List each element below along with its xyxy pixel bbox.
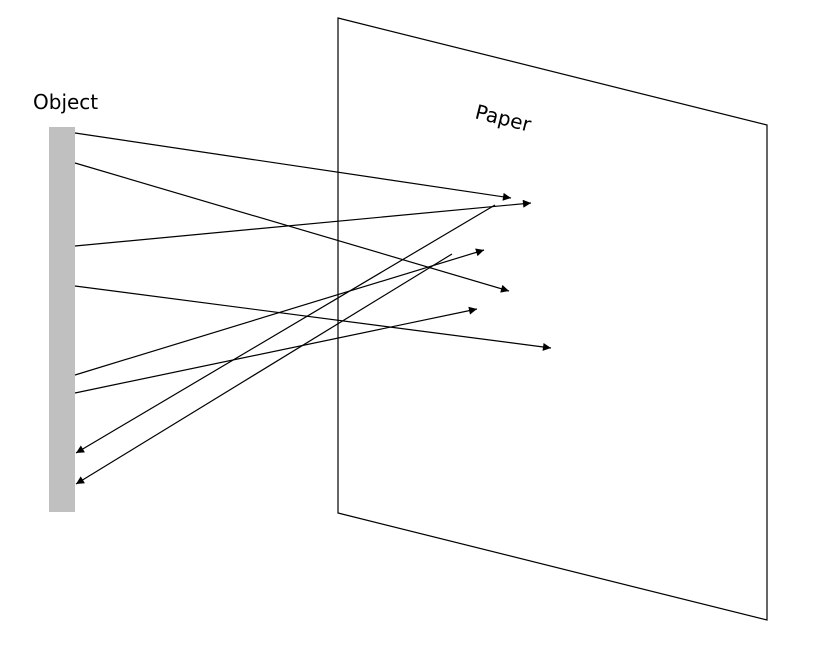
ray-2-arrow <box>74 162 510 293</box>
rays-group <box>74 132 552 485</box>
paper-plane <box>337 17 768 621</box>
paper-label: Paper <box>473 100 535 137</box>
ray-4-arrow <box>74 285 552 351</box>
ray-3-arrow <box>74 199 532 247</box>
ray-7-arrow <box>75 204 496 454</box>
ray-1-arrow <box>74 132 512 201</box>
ray-5-arrow <box>74 248 485 376</box>
ray-8-arrow <box>75 253 453 485</box>
ray-6-arrow <box>74 306 478 394</box>
object-label: Object <box>33 90 98 114</box>
object-bar <box>49 127 75 512</box>
